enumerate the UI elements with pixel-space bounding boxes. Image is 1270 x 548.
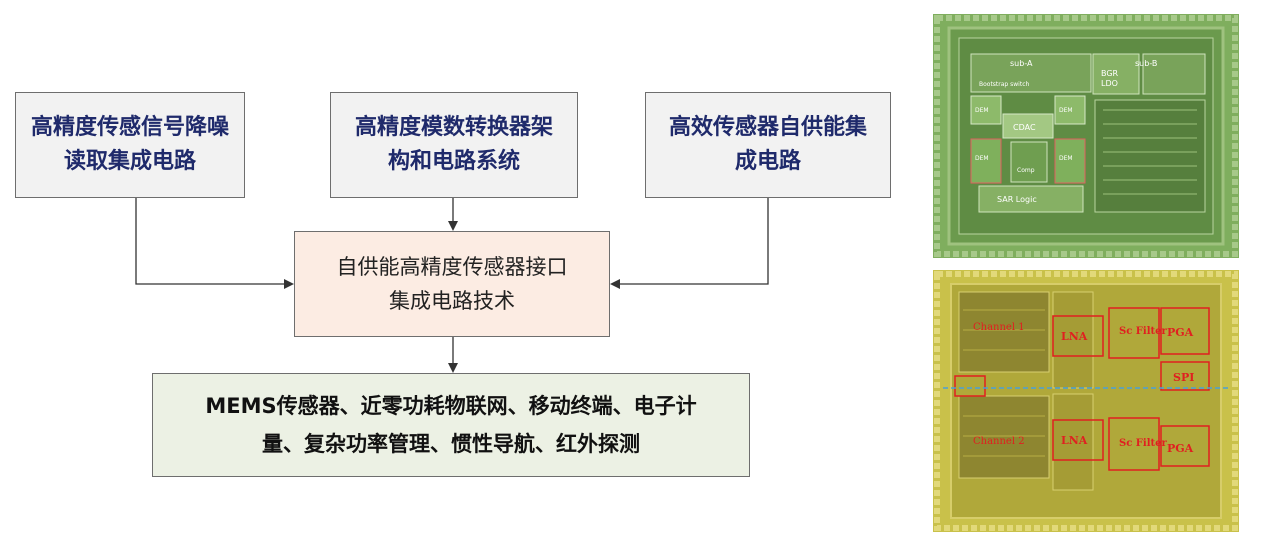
box-sensor-interface-tech: 自供能高精度传感器接口 集成电路技术 xyxy=(294,231,610,337)
box-line: 高精度模数转换器架 xyxy=(354,115,553,140)
arrowhead-down xyxy=(448,363,458,373)
chip-label: Sc Filter xyxy=(1119,326,1167,337)
arrowhead-middle xyxy=(448,221,458,231)
box-line: 构和电路系统 xyxy=(387,149,520,174)
box-line: MEMS传感器、近零功耗物联网、移动终端、电子计 xyxy=(205,394,697,418)
box-adc-architecture: 高精度模数转换器架 构和电路系统 xyxy=(330,92,578,198)
chip-label: LNA xyxy=(1061,434,1088,447)
box-line: 高精度传感信号降噪 xyxy=(30,115,229,140)
chip-label: BGR xyxy=(1101,69,1119,78)
chip-label: Comp xyxy=(1017,167,1035,174)
connector-left xyxy=(135,198,286,285)
chip-photo-sar-adc: sub-A sub-B BGR LDO Bootstrap switch DEM… xyxy=(933,14,1239,258)
chip-label: Channel 1 xyxy=(973,322,1025,333)
chip-label: PGA xyxy=(1167,442,1194,455)
arrowhead-left xyxy=(284,279,294,289)
chip-label: DEM xyxy=(1059,107,1073,114)
chip-photo-sensor-frontend: Channel 1 LNA Sc Filter PGA SPI Channel … xyxy=(933,270,1239,532)
chip-label: DEM xyxy=(975,107,989,114)
chip-label: Sc Filter xyxy=(1119,438,1167,449)
chip-label: SPI xyxy=(1173,371,1194,384)
box-applications: MEMS传感器、近零功耗物联网、移动终端、电子计 量、复杂功率管理、惯性导航、红… xyxy=(152,373,750,477)
box-line: 自供能高精度传感器接口 xyxy=(336,255,568,279)
chip-label: SAR Logic xyxy=(997,195,1037,204)
chip-label: PGA xyxy=(1167,326,1194,339)
box-self-powered-ic: 高效传感器自供能集 成电路 xyxy=(645,92,891,198)
box-line: 成电路 xyxy=(734,149,801,174)
chip-label: Channel 2 xyxy=(973,436,1025,447)
connector-right xyxy=(618,198,769,285)
box-line: 高效传感器自供能集 xyxy=(668,115,867,140)
chip-label: LNA xyxy=(1061,330,1088,343)
box-line: 量、复杂功率管理、惯性导航、红外探测 xyxy=(261,432,640,456)
chip-label: sub-B xyxy=(1135,59,1157,68)
box-line: 读取集成电路 xyxy=(63,149,196,174)
chip-label: CDAC xyxy=(1013,123,1036,132)
chip-label: DEM xyxy=(1059,155,1073,162)
chip-label: LDO xyxy=(1101,79,1118,88)
chip-label: sub-A xyxy=(1010,59,1033,68)
arrowhead-right xyxy=(610,279,620,289)
chip-label: DEM xyxy=(975,155,989,162)
box-noise-readout-ic: 高精度传感信号降噪 读取集成电路 xyxy=(15,92,245,198)
chip-label: Bootstrap switch xyxy=(979,81,1030,88)
box-line: 集成电路技术 xyxy=(389,289,515,313)
